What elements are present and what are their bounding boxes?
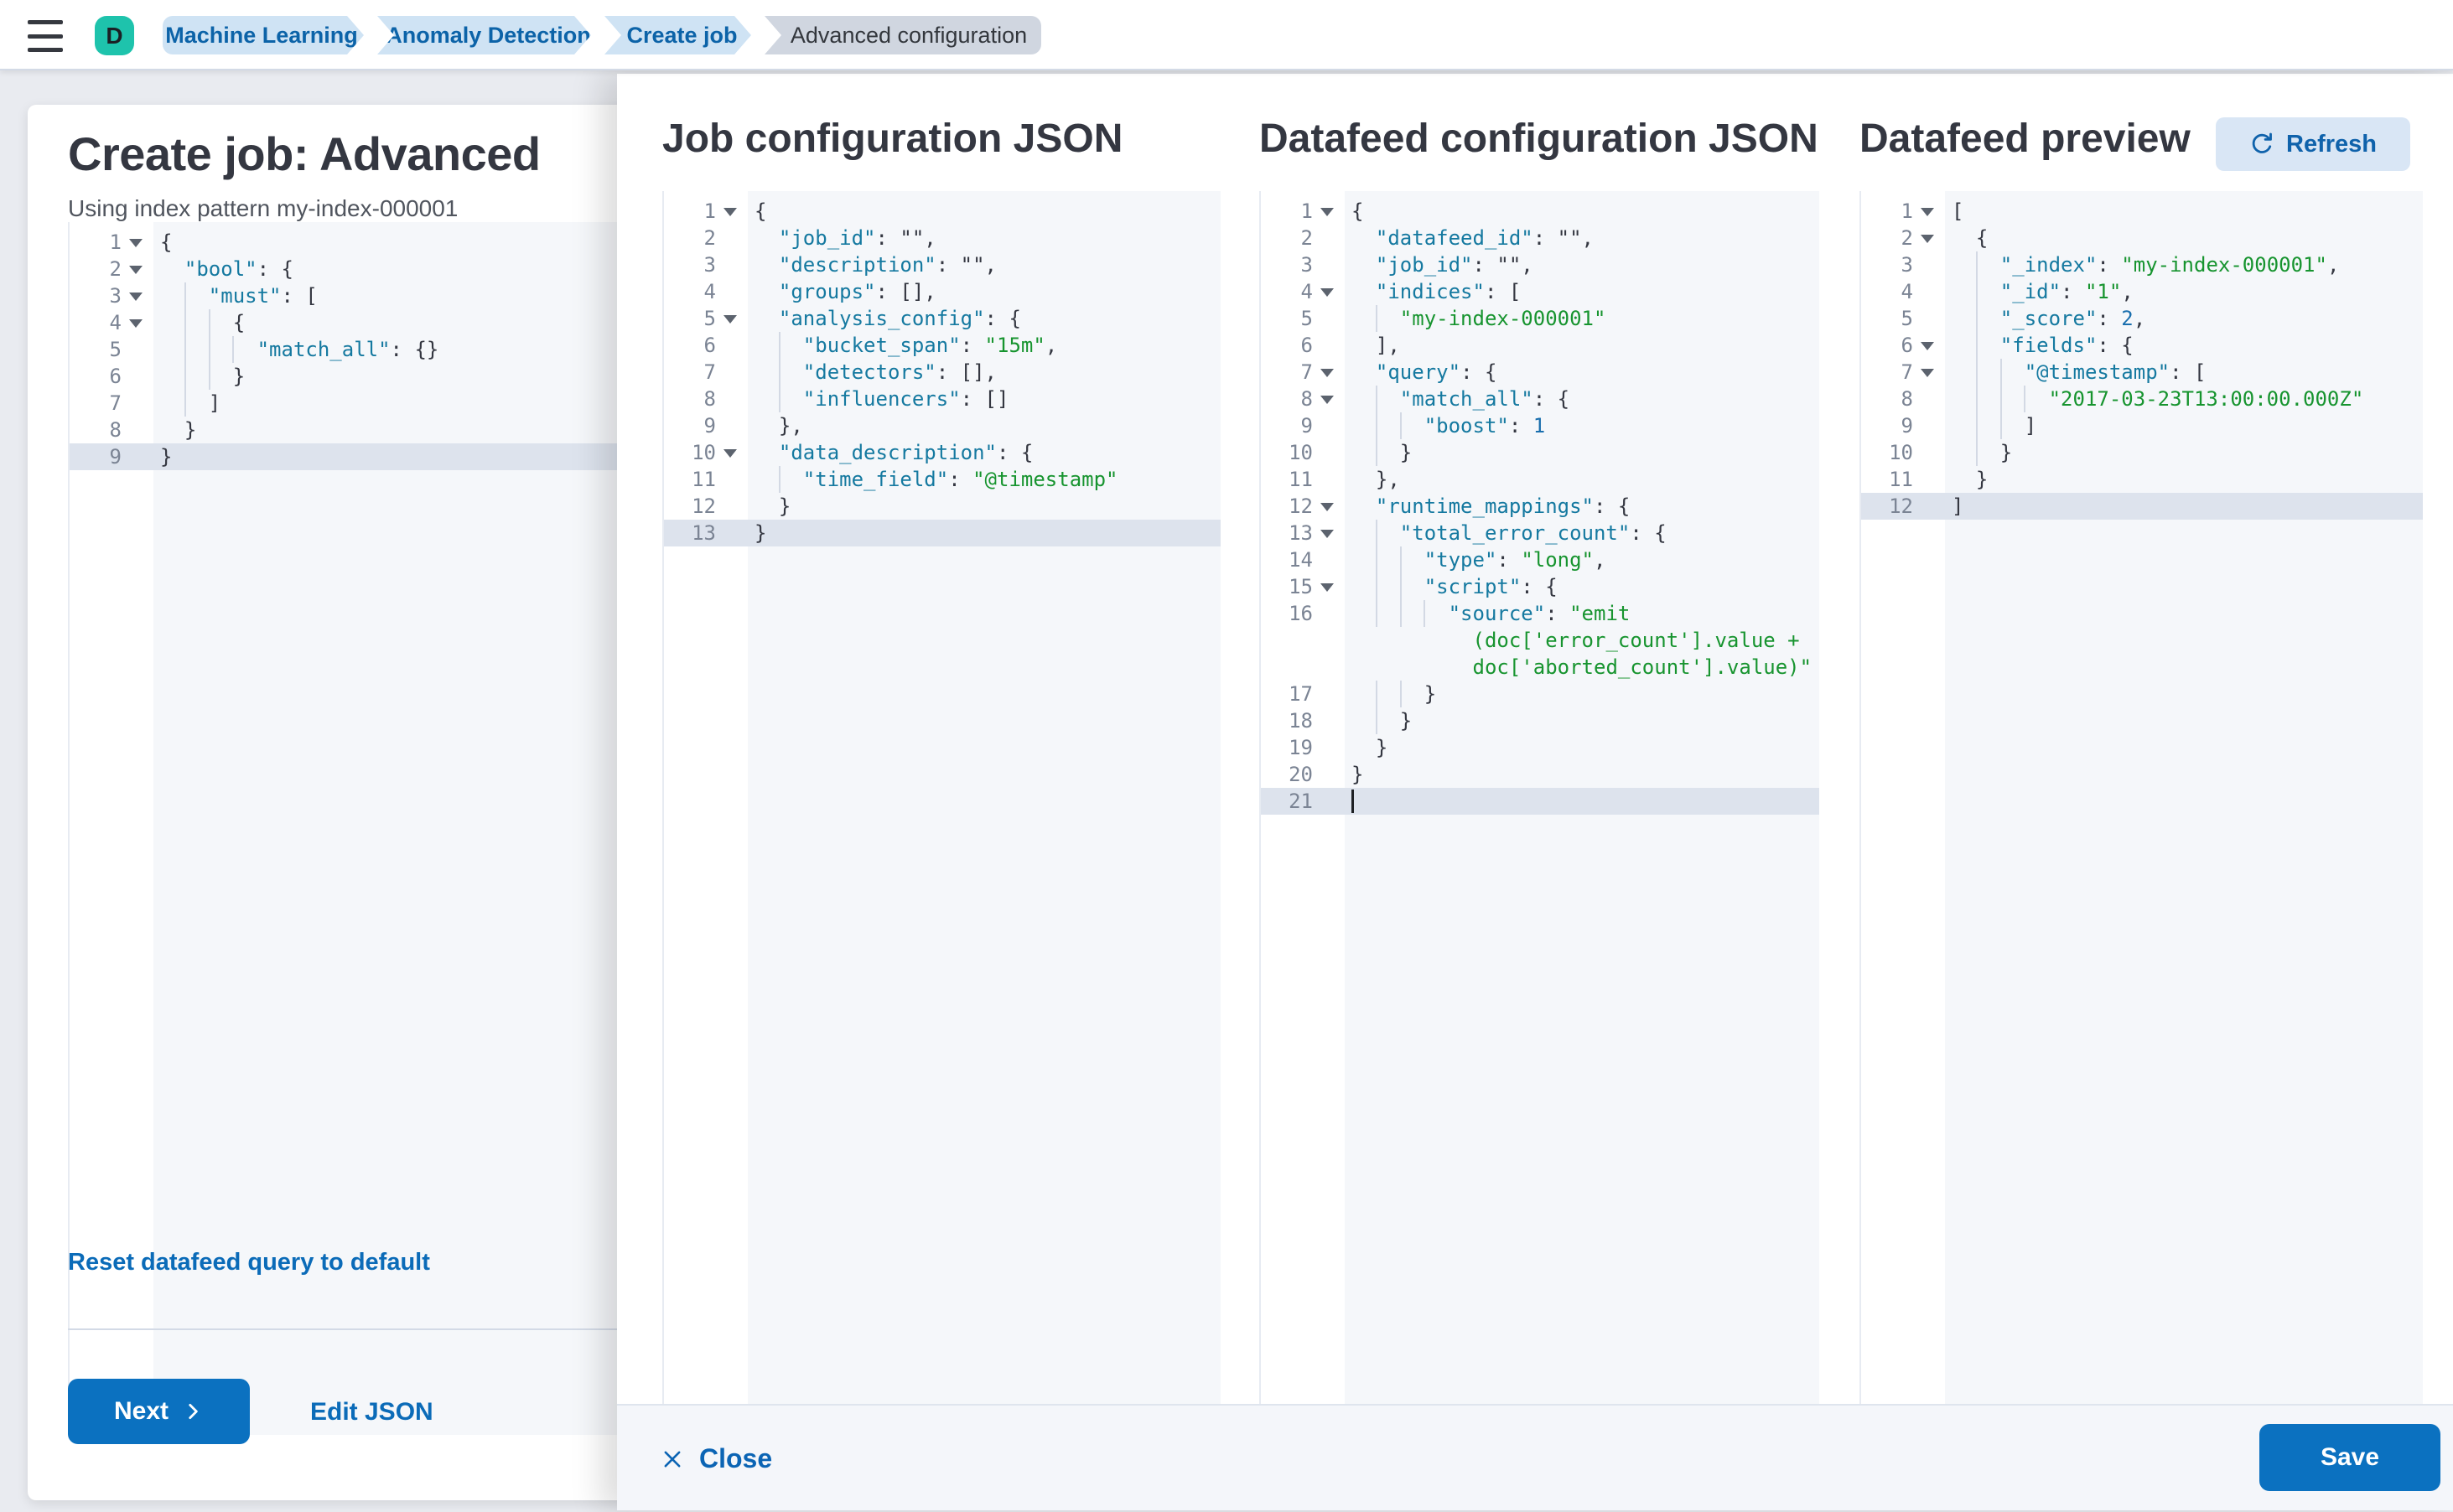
code-line: 8 "influencers": [] xyxy=(703,386,1009,412)
code-line: 1[ xyxy=(1901,199,1964,223)
code-line: doc['aborted_count'].value)" xyxy=(1472,655,1813,679)
code-line: 12] xyxy=(1861,493,2423,520)
code-line: 11 }, xyxy=(1289,468,1400,491)
code-line: 8 "match_all": { xyxy=(1300,386,1570,412)
code-line: 3 "job_id": "", xyxy=(1300,253,1533,277)
code-line: 6 ], xyxy=(1300,334,1400,357)
code-line: 6 "bucket_span": "15m", xyxy=(703,332,1058,359)
code-line: 6 } xyxy=(109,363,246,390)
create-job-panel: Create job: Advanced Using index pattern… xyxy=(28,105,631,1500)
breadcrumb-anomaly-detection[interactable]: Anomaly Detection xyxy=(377,16,591,54)
code-line: 3 "must": [ xyxy=(109,282,318,309)
code-line: 8 "2017-03-23T13:00:00.000Z" xyxy=(1901,386,2364,412)
code-line: 12 } xyxy=(692,495,791,518)
next-button[interactable]: Next xyxy=(68,1379,250,1444)
refresh-button[interactable]: Refresh xyxy=(2216,117,2410,171)
code-line: 18 } xyxy=(1289,707,1413,734)
code-line: 17 } xyxy=(1289,681,1437,707)
code-line: 5 "my-index-000001" xyxy=(1300,305,1606,332)
job-configuration-json-editor[interactable]: 1{ 2 "job_id": "", 3 "description": "", 4 "… xyxy=(662,191,1221,1404)
code-line: 10 } xyxy=(1289,439,1413,466)
menu-hamburger-icon[interactable] xyxy=(28,20,63,52)
breadcrumb-machine-learning[interactable]: Machine Learning xyxy=(163,16,364,54)
code-line: 3 "_index": "my-index-000001", xyxy=(1901,251,2340,278)
code-line: 2 "job_id": "", xyxy=(703,226,936,250)
save-button[interactable]: Save xyxy=(2259,1424,2440,1491)
breadcrumb-advanced-configuration: Advanced configuration xyxy=(765,16,1041,54)
code-line: 4 "indices": [ xyxy=(1300,280,1522,303)
code-line: 4 "groups": [], xyxy=(703,280,936,303)
code-line: 5 "match_all": {} xyxy=(109,336,439,363)
code-line: 1{ xyxy=(109,230,173,254)
code-line: 9} xyxy=(70,443,631,470)
index-pattern-subtitle: Using index pattern my-index-000001 xyxy=(68,195,459,221)
code-line: 20} xyxy=(1289,763,1364,786)
code-line: 2 { xyxy=(1901,226,1989,250)
code-line: 15 "script": { xyxy=(1289,573,1558,600)
code-line: 6 "fields": { xyxy=(1901,332,2134,359)
code-line: 10 "data_description": { xyxy=(692,441,1034,464)
code-line: 4 { xyxy=(109,309,246,336)
breadcrumb-create-job[interactable]: Create job xyxy=(604,16,751,54)
code-line: 2 "bool": { xyxy=(109,257,293,281)
code-line: 16 "source": "emit xyxy=(1289,600,1631,627)
job-configuration-json-title: Job configuration JSON xyxy=(662,117,1123,161)
code-line: 3 "description": "", xyxy=(703,253,997,277)
code-line: 21 xyxy=(1261,788,1819,815)
code-line: 9 "boost": 1 xyxy=(1300,412,1546,439)
code-line: 12 "runtime_mappings": { xyxy=(1289,495,1631,518)
close-button[interactable]: Close xyxy=(661,1406,772,1512)
top-navigation-bar: D Machine Learning Anomaly Detection Cre… xyxy=(0,0,2453,70)
flyout-footer: Close Save xyxy=(617,1404,2453,1510)
breadcrumb: Machine Learning Anomaly Detection Creat… xyxy=(163,16,1041,54)
edit-json-link[interactable]: Edit JSON xyxy=(310,1398,433,1426)
close-icon xyxy=(661,1447,684,1471)
code-line: 13} xyxy=(664,520,1221,546)
code-line: 8 } xyxy=(109,418,197,442)
code-line: 7 "query": { xyxy=(1300,360,1497,384)
code-line: 13 "total_error_count": { xyxy=(1289,520,1667,546)
code-line: 2 "datafeed_id": "", xyxy=(1300,226,1594,250)
code-line: (doc['error_count'].value + xyxy=(1472,629,1800,652)
datafeed-preview-editor[interactable]: 1[ 2 {3 "_index": "my-index-000001",4 "_i… xyxy=(1859,191,2423,1404)
edit-json-flyout: Job configuration JSON Datafeed configur… xyxy=(617,74,2453,1510)
deployment-avatar[interactable]: D xyxy=(95,16,134,55)
code-line: 14 "type": "long", xyxy=(1289,546,1606,573)
code-line: 4 "_id": "1", xyxy=(1901,278,2134,305)
code-line: 9 ] xyxy=(1901,412,2037,439)
code-line: 1{ xyxy=(703,199,767,223)
code-line: 9 }, xyxy=(703,414,803,438)
code-line: 1{ xyxy=(1300,199,1364,223)
code-line: 19 } xyxy=(1289,736,1388,759)
code-line: 5 "analysis_config": { xyxy=(703,307,1021,330)
code-line: 11 } xyxy=(1889,468,1989,491)
code-line: 7 "detectors": [], xyxy=(703,359,997,386)
datafeed-preview-title: Datafeed preview xyxy=(1859,117,2191,161)
code-line: 11 "time_field": "@timestamp" xyxy=(692,466,1118,493)
card-divider xyxy=(68,1328,631,1330)
code-line: 7 ] xyxy=(109,390,221,417)
datafeed-configuration-json-editor[interactable]: 1{ 2 "datafeed_id": "", 3 "job_id": "", 4 "… xyxy=(1259,191,1819,1404)
refresh-icon xyxy=(2249,132,2274,157)
reset-datafeed-query-link[interactable]: Reset datafeed query to default xyxy=(68,1249,430,1276)
code-line: 10 } xyxy=(1889,439,2013,466)
chevron-right-icon xyxy=(182,1401,204,1422)
datafeed-configuration-json-title: Datafeed configuration JSON xyxy=(1259,117,1818,161)
elasticsearch-query-editor[interactable]: 1{ 2 "bool": {3 "must": [4 {5 "match_all"… xyxy=(68,222,631,1435)
code-line: 5 "_score": 2, xyxy=(1901,305,2146,332)
page-title: Create job: Advanced xyxy=(68,127,541,180)
code-line: 7 "@timestamp": [ xyxy=(1901,359,2207,386)
